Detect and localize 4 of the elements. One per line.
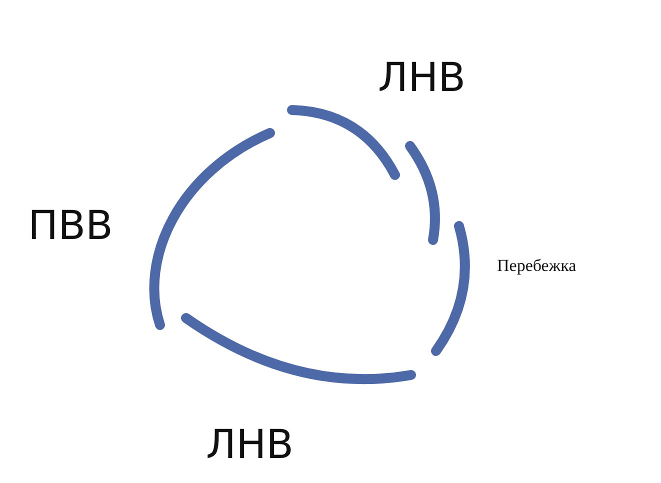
phase-label: ПВВ xyxy=(28,206,113,246)
transition-label: Перебежка xyxy=(497,257,576,274)
phase-label: ЛНВ xyxy=(206,425,294,465)
phase-label: ЛНВ xyxy=(378,58,466,98)
